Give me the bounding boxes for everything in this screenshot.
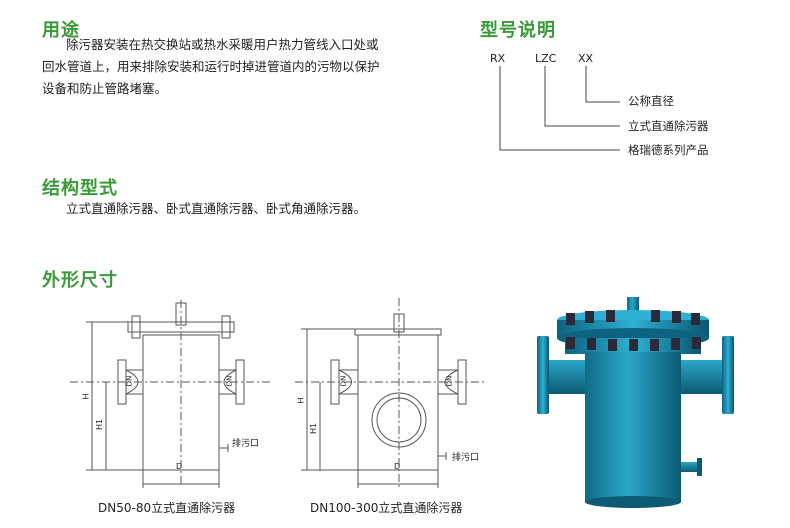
- model-meaning-series: 格瑞德系列产品: [628, 143, 709, 157]
- usage-paragraph: 除污器安装在热交换站或热水采暖用户热力管线入口处或 回水管道上，用来排除安装和运…: [42, 34, 380, 100]
- drawing2-label-d: D: [394, 462, 401, 471]
- model-code-xx: XX: [578, 52, 594, 65]
- model-heading: 型号说明: [480, 20, 556, 41]
- drawing1-label-d: D: [176, 462, 183, 471]
- structure-text: 立式直通除污器、卧式直通除污器、卧式角通除污器。: [66, 201, 367, 216]
- usage-line-1: 除污器安装在热交换站或热水采暖用户热力管线入口处或: [66, 37, 379, 52]
- usage-line-2: 回水管道上，用来排除安装和运行时掉进管道内的污物以保护: [42, 59, 380, 74]
- usage-heading: 用途: [42, 20, 80, 41]
- drawing2-label-drain: 排污口: [452, 453, 480, 463]
- structure-heading: 结构型式: [42, 178, 118, 199]
- model-code-lzc: LZC: [535, 52, 557, 65]
- drawing2-caption: DN100-300立式直通除污器: [310, 501, 463, 515]
- drawing1-label-drain: 排污口: [232, 439, 260, 449]
- usage-line-3: 设备和防止管路堵塞。: [42, 81, 168, 96]
- dimensions-heading: 外形尺寸: [42, 270, 118, 291]
- model-meaning-type: 立式直通除污器: [628, 119, 709, 133]
- model-meaning-diameter: 公称直径: [628, 94, 674, 108]
- model-code-rx: RX: [490, 52, 506, 65]
- drawing1-caption: DN50-80立式直通除污器: [98, 501, 236, 515]
